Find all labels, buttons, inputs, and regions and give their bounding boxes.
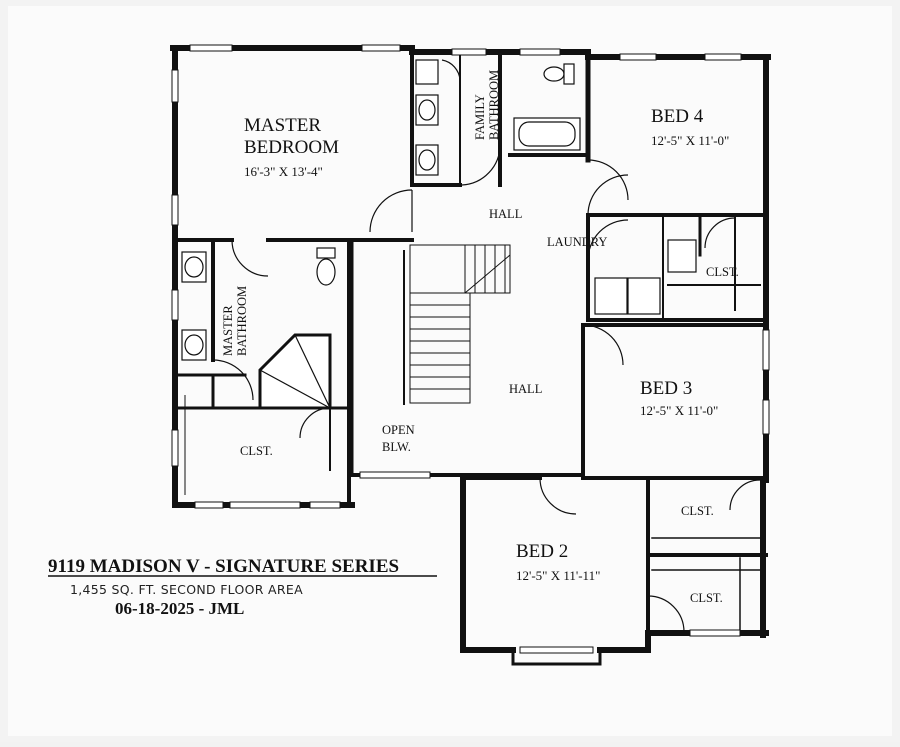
closet-bed2-label: CLST. bbox=[690, 591, 723, 605]
open-below-label-2: BLW. bbox=[382, 440, 411, 454]
bed3-dims: 12'-5" X 11'-0" bbox=[640, 403, 718, 418]
closet-bed4-label: CLST. bbox=[706, 265, 739, 279]
staircase bbox=[403, 244, 511, 405]
bed4-label: BED 4 bbox=[651, 106, 704, 127]
hall-lower-label: HALL bbox=[509, 382, 542, 396]
floor-area-text: 1,455 SQ. FT. SECOND FLOOR AREA bbox=[70, 582, 303, 597]
family-bathroom-label-2: BATHROOM bbox=[487, 70, 501, 140]
master-bathroom-label-1: MASTER bbox=[221, 305, 235, 356]
hall-upper-label: HALL bbox=[489, 207, 522, 221]
family-bathroom-label-1: FAMILY bbox=[473, 94, 487, 140]
closet-master-label: CLST. bbox=[240, 444, 273, 458]
closet-bed3-label: CLST. bbox=[681, 504, 714, 518]
bed4-dims: 12'-5" X 11'-0" bbox=[651, 133, 729, 148]
bed3-label: BED 3 bbox=[640, 378, 692, 399]
open-below-label-1: OPEN bbox=[382, 423, 415, 437]
laundry-label: LAUNDRY bbox=[547, 235, 607, 249]
master-bathroom-label-2: BATHROOM bbox=[235, 286, 249, 356]
fixtures bbox=[181, 59, 697, 495]
title-block: 9119 MADISON V - SIGNATURE SERIES 1,455 … bbox=[48, 556, 437, 618]
door-swings bbox=[212, 59, 761, 633]
plan-date: 06-18-2025 - JML bbox=[115, 599, 244, 618]
bed2-label: BED 2 bbox=[516, 541, 568, 562]
master-bedroom-label-1: MASTER bbox=[244, 115, 321, 136]
master-bedroom-label-2: BEDROOM bbox=[244, 137, 339, 158]
room-labels: MASTER BEDROOM 16'-3" X 13'-4" FAMILY BA… bbox=[221, 70, 739, 605]
bed2-dims: 12'-5" X 11'-11" bbox=[516, 568, 600, 583]
windows bbox=[171, 44, 770, 654]
plan-title: 9119 MADISON V - SIGNATURE SERIES bbox=[48, 556, 399, 577]
master-bedroom-dims: 16'-3" X 13'-4" bbox=[244, 164, 323, 179]
